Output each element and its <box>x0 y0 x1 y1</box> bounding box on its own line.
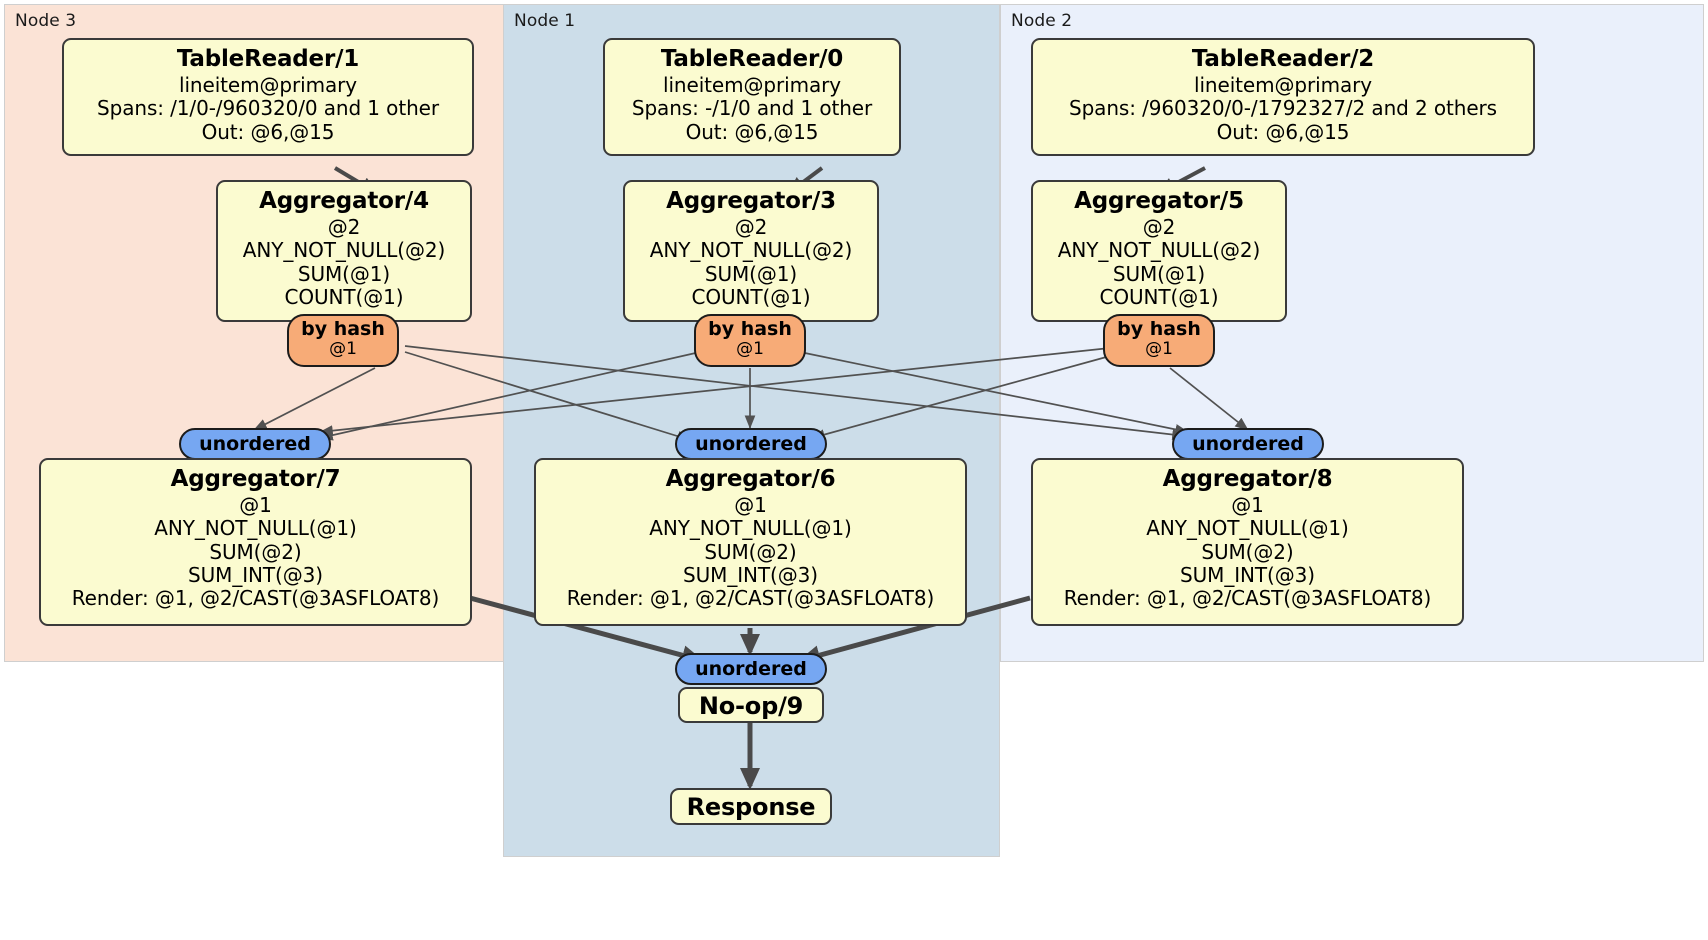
processor-line: ANY_NOT_NULL(@1) <box>649 516 852 541</box>
processor-table-reader-1[interactable]: TableReader/1 lineitem@primary Spans: /1… <box>62 38 474 156</box>
input-sync-unordered-final[interactable]: unordered <box>675 653 827 685</box>
processor-line: SUM_INT(@3) <box>683 563 818 588</box>
processor-title: Aggregator/3 <box>666 188 836 214</box>
processor-line: SUM(@1) <box>704 261 798 286</box>
processor-line: Render: @1, @2/CAST(@3ASFLOAT8) <box>1063 586 1432 611</box>
processor-title: Aggregator/8 <box>1162 466 1333 492</box>
processor-line: ANY_NOT_NULL(@2) <box>1057 238 1261 263</box>
processor-title: Aggregator/7 <box>170 466 341 492</box>
processor-line: Out: @6,@15 <box>1216 119 1350 144</box>
router-stream-label: @1 <box>736 338 764 359</box>
processor-line: lineitem@primary <box>663 72 841 97</box>
sync-kind-label: unordered <box>695 433 807 455</box>
processor-title: TableReader/0 <box>660 46 844 72</box>
processor-line: ANY_NOT_NULL(@1) <box>154 516 357 541</box>
processor-line: SUM(@2) <box>704 539 797 564</box>
processor-title: Response <box>686 793 816 821</box>
processor-title: Aggregator/6 <box>665 466 836 492</box>
processor-line: COUNT(@1) <box>691 285 811 310</box>
processor-aggregator-7[interactable]: Aggregator/7 @1 ANY_NOT_NULL(@1) SUM(@2)… <box>39 458 472 626</box>
output-router-by-hash-right[interactable]: by hash @1 <box>1103 314 1215 367</box>
processor-line: Out: @6,@15 <box>685 119 819 144</box>
processor-no-op-9[interactable]: No-op/9 <box>678 687 824 723</box>
processor-aggregator-3[interactable]: Aggregator/3 @2 ANY_NOT_NULL(@2) SUM(@1)… <box>623 180 879 322</box>
processor-line: COUNT(@1) <box>1099 285 1219 310</box>
sync-kind-label: unordered <box>1192 433 1304 455</box>
processor-line: @1 <box>239 492 272 517</box>
processor-title: No-op/9 <box>698 692 804 720</box>
processor-line: SUM_INT(@3) <box>1180 563 1315 588</box>
router-stream-label: @1 <box>329 338 357 359</box>
processor-line: @2 <box>327 214 361 239</box>
processor-title: TableReader/2 <box>1191 46 1375 72</box>
processor-line: ANY_NOT_NULL(@2) <box>649 238 853 263</box>
processor-line: SUM(@2) <box>1201 539 1294 564</box>
processor-line: Spans: /1/0-/960320/0 and 1 other <box>97 96 439 121</box>
router-kind-label: by hash <box>708 318 792 340</box>
region-label-node-1: Node 1 <box>514 11 576 31</box>
region-label-node-2: Node 2 <box>1011 11 1073 31</box>
input-sync-unordered-right[interactable]: unordered <box>1172 428 1324 460</box>
processor-title: Aggregator/5 <box>1074 188 1244 214</box>
input-sync-unordered-mid[interactable]: unordered <box>675 428 827 460</box>
processor-line: SUM(@2) <box>209 539 302 564</box>
router-kind-label: by hash <box>1117 318 1201 340</box>
processor-table-reader-0[interactable]: TableReader/0 lineitem@primary Spans: -/… <box>603 38 901 156</box>
processor-aggregator-5[interactable]: Aggregator/5 @2 ANY_NOT_NULL(@2) SUM(@1)… <box>1031 180 1287 322</box>
processor-aggregator-6[interactable]: Aggregator/6 @1 ANY_NOT_NULL(@1) SUM(@2)… <box>534 458 967 626</box>
output-router-by-hash-mid[interactable]: by hash @1 <box>694 314 806 367</box>
processor-table-reader-2[interactable]: TableReader/2 lineitem@primary Spans: /9… <box>1031 38 1535 156</box>
router-kind-label: by hash <box>301 318 385 340</box>
output-router-by-hash-left[interactable]: by hash @1 <box>287 314 399 367</box>
processor-line: COUNT(@1) <box>284 285 404 310</box>
processor-line: @1 <box>1231 492 1264 517</box>
processor-line: @1 <box>734 492 767 517</box>
processor-line: lineitem@primary <box>1194 72 1372 97</box>
processor-line: Out: @6,@15 <box>201 119 335 144</box>
processor-line: SUM(@1) <box>1112 261 1206 286</box>
processor-aggregator-8[interactable]: Aggregator/8 @1 ANY_NOT_NULL(@1) SUM(@2)… <box>1031 458 1464 626</box>
processor-response[interactable]: Response <box>670 788 832 825</box>
processor-line: ANY_NOT_NULL(@1) <box>1146 516 1349 541</box>
sync-kind-label: unordered <box>199 433 311 455</box>
processor-line: SUM(@1) <box>297 261 391 286</box>
region-label-node-3: Node 3 <box>15 11 77 31</box>
processor-line: lineitem@primary <box>179 72 357 97</box>
processor-title: TableReader/1 <box>176 46 360 72</box>
processor-line: Spans: -/1/0 and 1 other <box>631 96 873 121</box>
sync-kind-label: unordered <box>695 658 807 680</box>
processor-title: Aggregator/4 <box>259 188 429 214</box>
processor-line: @2 <box>734 214 768 239</box>
processor-line: Spans: /960320/0-/1792327/2 and 2 others <box>1068 96 1497 121</box>
processor-line: SUM_INT(@3) <box>188 563 323 588</box>
processor-aggregator-4[interactable]: Aggregator/4 @2 ANY_NOT_NULL(@2) SUM(@1)… <box>216 180 472 322</box>
input-sync-unordered-left[interactable]: unordered <box>179 428 331 460</box>
processor-line: @2 <box>1142 214 1176 239</box>
processor-line: Render: @1, @2/CAST(@3ASFLOAT8) <box>566 586 935 611</box>
processor-line: ANY_NOT_NULL(@2) <box>242 238 446 263</box>
processor-line: Render: @1, @2/CAST(@3ASFLOAT8) <box>71 586 440 611</box>
router-stream-label: @1 <box>1145 338 1173 359</box>
